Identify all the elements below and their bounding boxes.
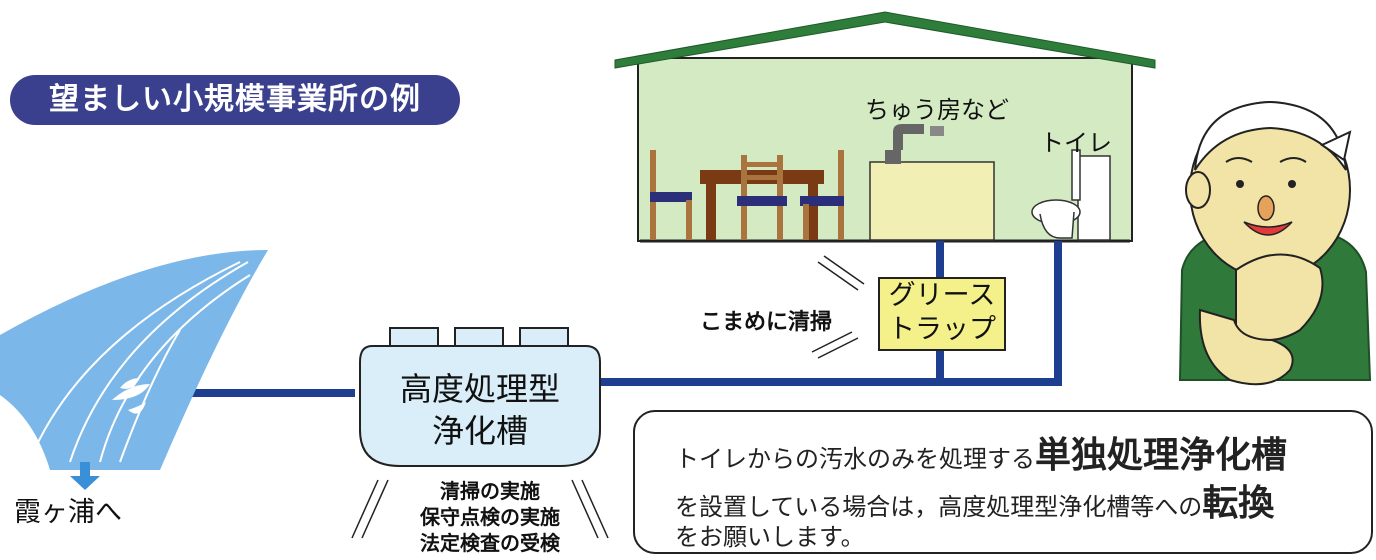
maintenance-item-legal-check: 法定検査の受検 [420, 531, 560, 555]
message-box: トイレからの汚水のみを処理する単独処理浄化槽 を設置している場合は，高度処理型浄… [633, 410, 1373, 554]
grease-trap-line1: グリース [888, 280, 996, 311]
message-line-1: トイレからの汚水のみを処理する単独処理浄化槽 [675, 426, 1287, 478]
page-title: 望ましい小規模事業所の例 [10, 75, 460, 125]
toilet [1031, 149, 1111, 241]
hatch-marks-trap [811, 255, 865, 359]
maintenance-item-inspection: 保守点検の実施 [420, 505, 560, 529]
down-arrow-icon [70, 462, 100, 490]
house-roof [614, 11, 1156, 69]
grease-trap-box: グリース トラップ [878, 277, 1006, 351]
grease-trap-line2: トラップ [888, 314, 996, 345]
septic-tank [359, 327, 601, 467]
kitchen-counter [869, 124, 995, 241]
hatch-marks-tank [351, 479, 609, 539]
toilet-label: トイレ [1040, 129, 1112, 157]
tank-label-line1: 高度処理型 [399, 370, 560, 408]
message-line-1-text: トイレからの汚水のみを処理する [675, 445, 1035, 473]
message-highlight-conversion: 転換 [1202, 483, 1275, 524]
chair-right [800, 150, 844, 240]
message-line-3: をお願いします。 [675, 523, 865, 551]
maintenance-item-cleaning: 清掃の実施 [440, 479, 540, 503]
maintenance-list: 清掃の実施 保守点検の実施 法定検査の受検 [380, 478, 600, 556]
chair-left [650, 150, 692, 240]
message-line-2: を設置している場合は，高度処理型浄化槽等への転換 [675, 474, 1274, 526]
clean-often-label: こまめに清掃 [700, 309, 833, 335]
person-illustration [1178, 100, 1372, 386]
chair-middle [737, 155, 787, 240]
to-lake-label: 霞ヶ浦へ [14, 497, 122, 528]
septic-tank-label: 高度処理型 浄化槽 [360, 368, 600, 452]
kitchen-label: ちゅう房など [865, 96, 1009, 124]
water-stream [0, 250, 268, 470]
tank-label-line2: 浄化槽 [431, 412, 528, 450]
message-line-2-text: を設置している場合は，高度処理型浄化槽等への [675, 493, 1203, 521]
message-highlight-single-tank: 単独処理浄化槽 [1035, 435, 1288, 476]
house [614, 11, 1156, 243]
